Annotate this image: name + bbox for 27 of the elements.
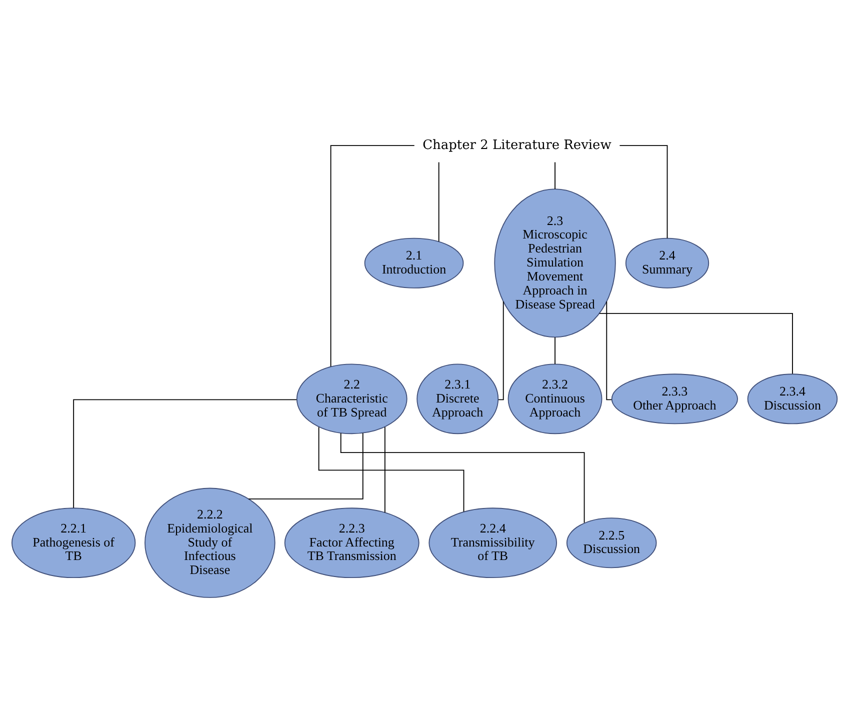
node-ellipse: 2.3.4 Discussion: [747, 373, 838, 424]
connector: [619, 144, 668, 238]
connector: [598, 312, 793, 374]
connector: [606, 300, 612, 400]
node-ellipse: 2.3.1 Discrete Approach: [416, 363, 499, 434]
connector: [554, 161, 556, 189]
connector: [73, 398, 298, 508]
node-text: Chapter 2 Literature Review: [422, 137, 612, 152]
connector: [554, 336, 556, 364]
connector: [330, 144, 415, 367]
node-ellipse: 2.1 Introduction: [364, 237, 464, 288]
connector: [340, 432, 585, 523]
node-ellipse: 2.2.2 Epidemiological Study of Infectious Disease: [144, 487, 276, 598]
connector: [318, 426, 464, 512]
connector: [384, 426, 386, 513]
node-ellipse: 2.3 Microscopic Pedestrian Simulation Movement Approach in Disease Spread: [494, 188, 616, 338]
node-ellipse: 2.2.1 Pathogenesis of TB: [11, 507, 136, 578]
node-ellipse: 2.2.5 Discussion: [566, 517, 657, 568]
node-ellipse: 2.2.4 Transmissibility of TB: [428, 507, 558, 578]
connector: [498, 300, 504, 400]
connector: [248, 432, 364, 499]
node-ellipse: 2.3.2 Continuous Approach: [508, 363, 602, 434]
connector: [438, 161, 440, 242]
node-ellipse: 2.2.3 Factor Affecting TB Transmission: [284, 507, 420, 578]
node-ellipse: 2.3.3 Other Approach: [611, 373, 738, 424]
node-ellipse: 2.2 Characteristic of TB Spread: [296, 363, 408, 434]
node-ellipse: 2.4 Summary: [625, 237, 710, 288]
